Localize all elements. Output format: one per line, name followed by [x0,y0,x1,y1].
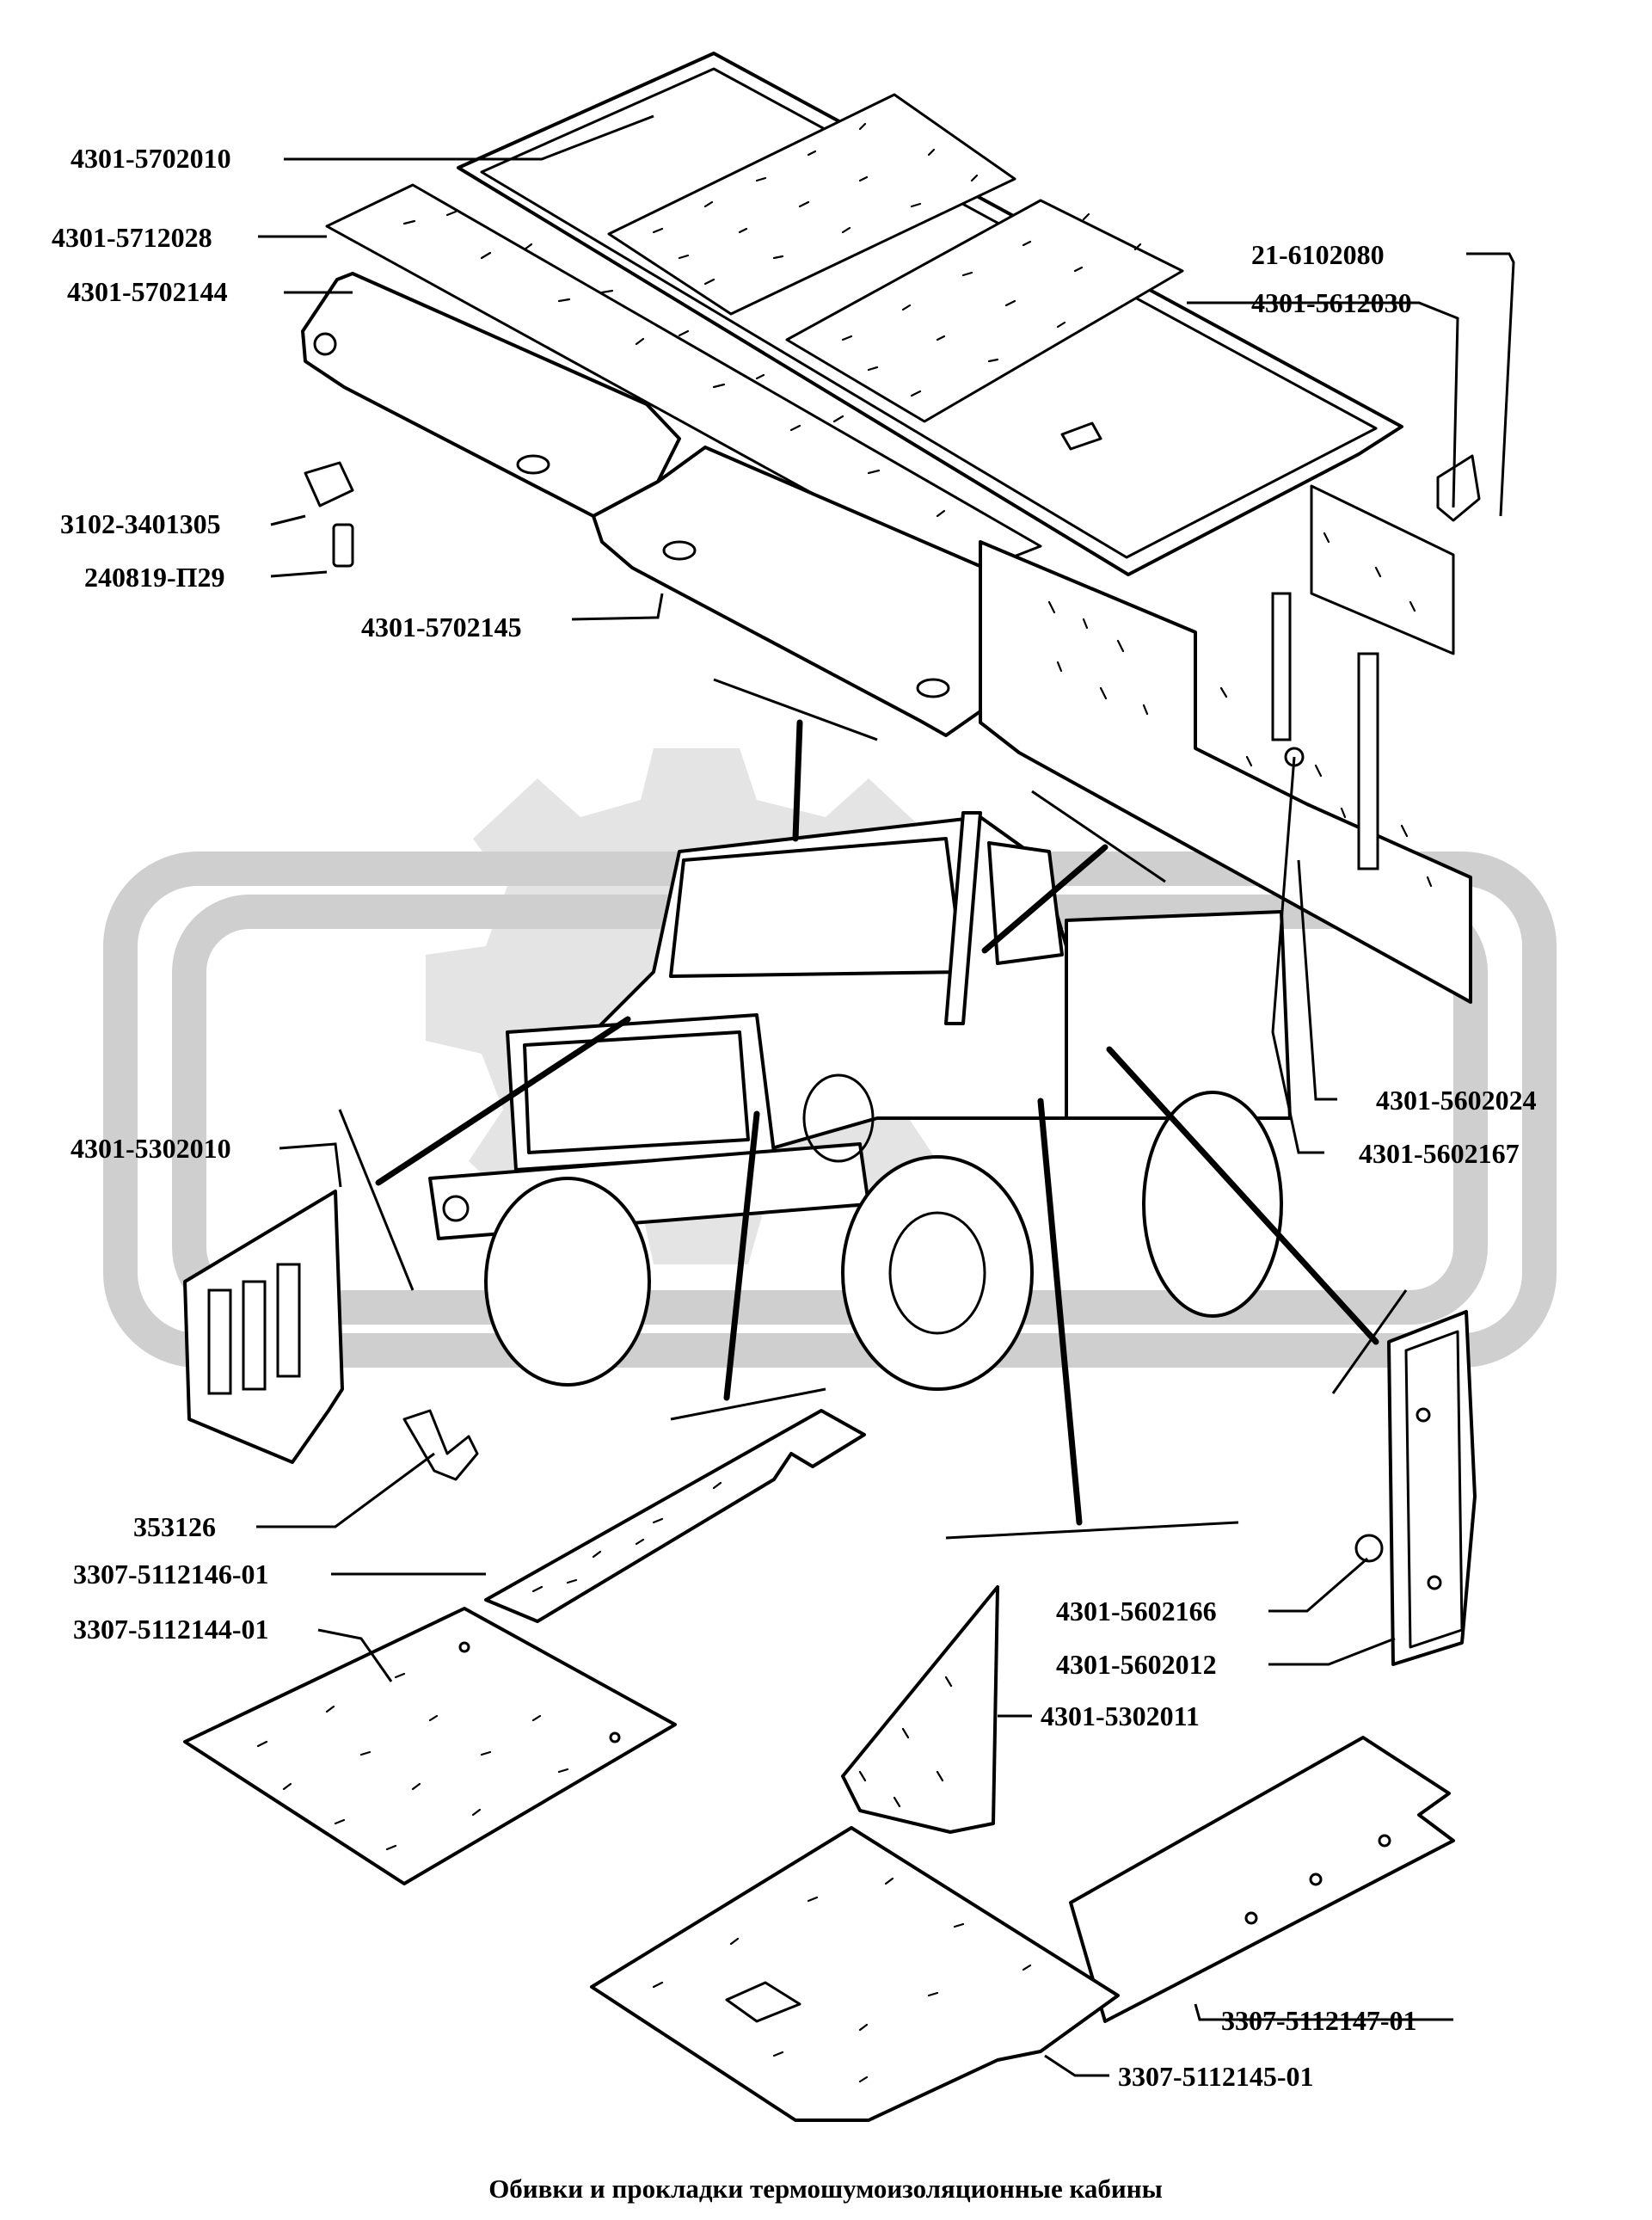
label-4301-5612030: 4301-5612030 [1251,287,1412,318]
door-trim-left [183,1190,344,1464]
rear-wall-panel [979,484,1472,1004]
caption: Обивки и прокладки термошумоизоляционные… [488,2174,1163,2204]
label-353126: 353126 [133,1511,216,1542]
label-21-6102080: 21-6102080 [1251,239,1385,270]
roof-insulation-pads [607,93,1184,423]
label-4301-5702144: 4301-5702144 [67,276,228,307]
floor-strip [484,1409,866,1623]
label-4301-5302011: 4301-5302011 [1041,1700,1200,1731]
floor-strip-right [1069,1736,1455,2023]
label-3307-5112146-01: 3307-5112146-01 [73,1559,269,1590]
label-240819-P29: 240819-П29 [84,562,225,593]
label-4301-5602024: 4301-5602024 [1376,1085,1537,1116]
label-4301-5602166: 4301-5602166 [1056,1596,1217,1627]
bracket-clip [1436,454,1481,522]
floor-mat-right [590,1826,1120,2122]
label-4301-5702145: 4301-5702145 [361,612,522,643]
part-labels: 4301-5702010 4301-5712028 4301-5702144 2… [52,143,1537,2204]
label-4301-5702010: 4301-5702010 [71,143,231,174]
clip-5602166 [1354,1534,1384,1563]
door-trim-small [841,1585,999,1834]
label-3307-5112147-01: 3307-5112147-01 [1221,2005,1417,2036]
door-trim-right [1387,1310,1477,1666]
label-3307-5112145-01: 3307-5112145-01 [1118,2061,1314,2092]
roof-strip [325,183,1042,578]
label-4301-5602012: 4301-5602012 [1056,1649,1217,1680]
label-4301-5712028: 4301-5712028 [52,222,212,253]
label-4301-5302010: 4301-5302010 [71,1133,231,1164]
label-3307-5112144-01: 3307-5112144-01 [73,1614,269,1645]
leader-lines [256,114,1515,2077]
floor-mat-left [183,1607,677,1885]
label-4301-5602167: 4301-5602167 [1359,1138,1520,1169]
label-3102-3401305: 3102-3401305 [60,508,221,539]
roof-clips [304,421,1102,568]
header-trim [301,272,1059,737]
clip-353126 [402,1409,479,1481]
pointer-lines [338,678,1408,1540]
